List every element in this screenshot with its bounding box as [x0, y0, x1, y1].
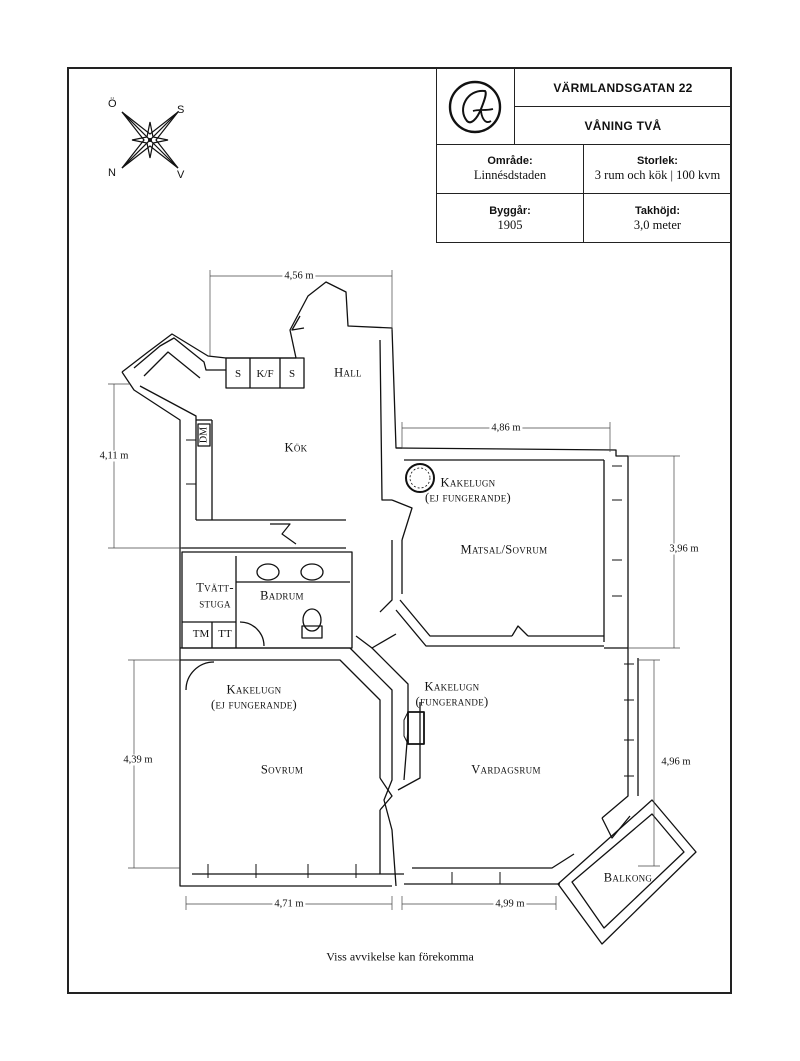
built-label: Byggår:	[489, 204, 531, 217]
area-cell: Område: Linnésdstaden	[437, 145, 584, 194]
stove-3-note: (fungerande)	[415, 694, 489, 709]
dim-bottom-vardagsrum: 4,99 m	[493, 898, 527, 910]
stove-2-note: (ej fungerande)	[211, 697, 297, 712]
page-frame	[67, 67, 732, 994]
dimension-lines	[108, 270, 680, 910]
size-value: 3 rum och kök | 100 kvm	[594, 168, 721, 182]
fixture-stove-s1: S	[234, 368, 242, 380]
compass-label-n: N	[108, 167, 116, 179]
logo-monogram-icon	[448, 80, 502, 134]
floor-label: VÅNING TVÅ	[515, 107, 731, 145]
room-vardagsrum: Vardagsrum	[471, 762, 541, 777]
built-cell: Byggår: 1905	[437, 194, 584, 243]
title-block: VÄRMLANDSGATAN 22 VÅNING TVÅ Område: Lin…	[436, 69, 731, 243]
compass-label-o: Ö	[108, 98, 117, 110]
ceiling-label: Takhöjd:	[634, 204, 680, 217]
fixture-tm: TM	[192, 628, 210, 640]
stove-3-label: Kakelugn	[424, 679, 480, 694]
walls	[121, 281, 697, 945]
street-address: VÄRMLANDSGATAN 22	[515, 69, 731, 107]
disclaimer: Viss avvikelse kan förekomma	[326, 949, 474, 964]
room-tvatt-line1: Tvätt-	[196, 580, 234, 595]
dim-top-kok: 4,56 m	[282, 270, 316, 282]
room-matsal-sovrum: Matsal/Sovrum	[460, 542, 548, 557]
room-sovrum: Sovrum	[260, 762, 304, 777]
ceiling-value: 3,0 meter	[633, 217, 682, 232]
fixture-fridge-kf: K/F	[256, 368, 274, 380]
compass-label-s: S	[177, 104, 185, 116]
area-label: Område:	[487, 155, 533, 167]
dim-top-matsal: 4,86 m	[489, 422, 523, 434]
compass-rose-icon	[121, 111, 179, 169]
compass-label-v: V	[177, 169, 185, 181]
dim-left-kok: 4,11 m	[97, 450, 131, 462]
fixture-dishwasher-dm: DM	[198, 426, 210, 444]
room-tvatt-line2: stuga	[199, 596, 231, 611]
dim-left-sovrum: 4,39 m	[121, 754, 155, 766]
dim-right-vardagsrum: 4,96 m	[659, 756, 693, 768]
stove-1-note: (ej fungerande)	[425, 490, 511, 505]
size-cell: Storlek: 3 rum och kök | 100 kvm	[584, 145, 731, 194]
area-value: Linnésdstaden	[473, 168, 547, 182]
room-kok: Kök	[284, 440, 308, 455]
built-value: 1905	[497, 217, 523, 232]
room-balkong: Balkong	[603, 870, 653, 885]
fixture-stove-s2: S	[288, 368, 296, 380]
logo	[437, 69, 515, 145]
stove-2-label: Kakelugn	[226, 682, 282, 697]
room-badrum: Badrum	[260, 588, 304, 603]
size-label: Storlek:	[637, 155, 678, 167]
dim-bottom-sovrum: 4,71 m	[272, 898, 306, 910]
ceiling-cell: Takhöjd: 3,0 meter	[584, 194, 731, 243]
stove-1-label: Kakelugn	[440, 475, 496, 490]
fixture-tt: TT	[218, 628, 232, 640]
room-hall: Hall	[334, 365, 362, 380]
dim-right-matsal: 3,96 m	[667, 543, 701, 555]
